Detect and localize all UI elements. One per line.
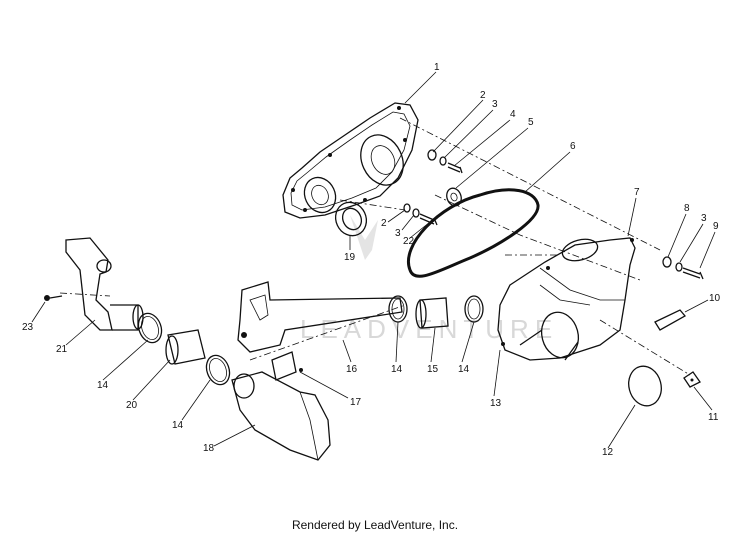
strip-10 xyxy=(654,309,687,331)
callout-15: 15 xyxy=(427,364,439,375)
callout-7: 7 xyxy=(634,187,640,198)
callout-2b: 2 xyxy=(381,218,387,229)
bracket-17 xyxy=(271,351,303,381)
gasket-12 xyxy=(628,365,662,407)
seal-19 xyxy=(334,201,368,237)
callout-22: 22 xyxy=(403,236,415,247)
callout-14c: 14 xyxy=(172,420,184,431)
callout-21: 21 xyxy=(56,344,68,355)
watermark-text: LEADVENTURE xyxy=(300,314,558,344)
callout-17: 17 xyxy=(350,397,362,408)
clip-11 xyxy=(683,371,701,388)
callout-3c: 3 xyxy=(395,228,401,239)
sleeve-15 xyxy=(415,297,449,329)
hardware-top xyxy=(427,149,463,174)
callout-14a: 14 xyxy=(458,364,470,375)
drive-belt xyxy=(407,188,540,278)
leader-lines xyxy=(31,71,716,449)
callout-3b: 3 xyxy=(701,213,707,224)
callout-16: 16 xyxy=(346,364,358,375)
outer-cover xyxy=(497,237,636,361)
callout-11: 11 xyxy=(708,412,719,423)
callout-9: 9 xyxy=(713,221,719,232)
screw-23 xyxy=(44,295,63,301)
duct-16 xyxy=(237,281,403,353)
callout-8: 8 xyxy=(684,203,690,214)
callout-6: 6 xyxy=(570,141,576,152)
callout-4: 4 xyxy=(510,109,516,120)
footer-credit: Rendered by LeadVenture, Inc. xyxy=(291,518,459,532)
callout-23: 23 xyxy=(22,322,34,333)
callout-19: 19 xyxy=(344,252,356,263)
callout-10: 10 xyxy=(709,293,721,304)
callouts: 1 2 3 4 5 6 7 8 3 9 10 11 12 13 14 15 14… xyxy=(22,62,721,458)
callout-3: 3 xyxy=(492,99,498,110)
sleeve-20 xyxy=(165,329,206,365)
callout-14d: 14 xyxy=(97,380,109,391)
callout-18: 18 xyxy=(203,443,215,454)
callout-13: 13 xyxy=(490,398,502,409)
clamp-14-c xyxy=(137,312,163,344)
inner-cover-plate xyxy=(282,102,419,219)
duct-18 xyxy=(231,371,331,461)
duct-21 xyxy=(65,237,144,331)
clamp-14-d xyxy=(205,354,231,386)
callout-5: 5 xyxy=(528,117,534,128)
hardware-right xyxy=(662,256,704,280)
callout-20: 20 xyxy=(126,400,138,411)
callout-1: 1 xyxy=(434,62,440,73)
callout-14b: 14 xyxy=(391,364,403,375)
callout-2: 2 xyxy=(480,90,486,101)
assembly-centerlines xyxy=(59,117,691,376)
callout-12: 12 xyxy=(602,447,614,458)
